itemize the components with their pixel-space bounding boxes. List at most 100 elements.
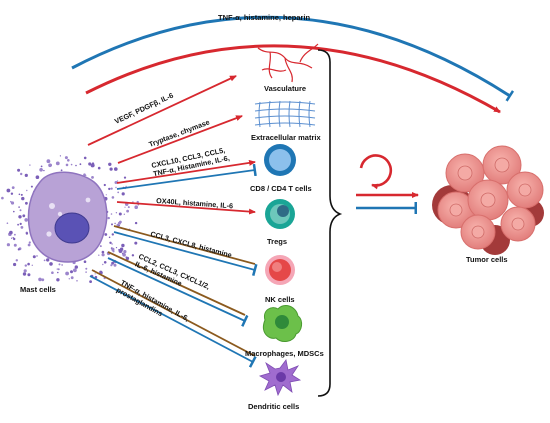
target-label-tumor: Tumor cells <box>466 255 508 264</box>
granule <box>126 209 129 213</box>
mast-cell-icon <box>1 155 140 283</box>
edge-nk-modulate <box>113 225 256 265</box>
granule <box>101 250 105 254</box>
granule <box>31 264 33 266</box>
granule <box>110 187 113 190</box>
granule <box>61 264 63 266</box>
granule <box>85 271 87 273</box>
granule <box>27 243 31 247</box>
granule <box>76 280 78 282</box>
granule <box>121 243 125 248</box>
granule <box>30 185 33 188</box>
granule <box>17 168 21 172</box>
granule <box>58 263 61 266</box>
granule <box>27 273 31 277</box>
granule <box>90 163 95 168</box>
granule <box>131 254 135 257</box>
granule <box>123 250 127 254</box>
granule <box>88 162 92 166</box>
granule <box>23 269 27 273</box>
granule <box>11 186 15 190</box>
edge-tregs-stimulate <box>116 201 256 215</box>
granule <box>111 247 115 251</box>
granule <box>89 280 92 283</box>
edge-vasculature <box>87 75 237 146</box>
granule <box>39 168 43 172</box>
granule <box>107 216 110 220</box>
granule <box>56 268 58 270</box>
granule <box>118 224 120 227</box>
granule <box>14 233 16 236</box>
target-label-macro: Macrophages, MDSCs <box>245 349 324 358</box>
granule <box>73 268 77 273</box>
granule <box>29 164 31 166</box>
granule <box>19 209 22 212</box>
granule <box>99 245 102 248</box>
edge-dc-inhibit <box>89 275 257 368</box>
target-label-vasculature: Vasculature <box>264 84 306 93</box>
granule <box>10 192 14 195</box>
granule <box>17 248 20 251</box>
nk-cell-icon <box>265 255 295 285</box>
granule <box>113 263 117 267</box>
target-label-nk: NK cells <box>265 295 295 304</box>
granule <box>104 233 108 236</box>
granule <box>57 271 59 274</box>
granule <box>118 212 122 216</box>
granule <box>67 159 70 162</box>
source-label: Mast cells <box>20 285 56 294</box>
granule <box>59 155 62 157</box>
granule <box>19 222 22 225</box>
granule <box>24 264 27 267</box>
granule <box>51 271 54 275</box>
granule <box>60 169 63 172</box>
granule <box>70 163 73 166</box>
granule <box>18 193 21 196</box>
granule <box>17 223 19 226</box>
granule <box>111 196 115 199</box>
granule <box>46 258 50 262</box>
granule <box>109 167 113 171</box>
granule <box>26 189 28 192</box>
granule <box>111 243 113 245</box>
granule <box>117 221 121 225</box>
granule <box>68 278 71 280</box>
granule <box>119 247 124 251</box>
granule <box>6 188 11 193</box>
grouping-brace <box>317 49 343 397</box>
granule <box>18 215 22 219</box>
granule <box>13 237 16 241</box>
granule <box>70 270 73 274</box>
granule <box>75 164 77 167</box>
edge-tcells-stimulate <box>116 159 256 184</box>
granule <box>79 163 82 166</box>
t-cell-icon <box>264 144 296 176</box>
top-stimulate-arc <box>85 44 501 114</box>
granule <box>122 253 126 257</box>
granule <box>111 223 113 226</box>
granule <box>25 232 29 235</box>
granule <box>108 236 111 239</box>
tumor-cells-icon <box>432 145 544 255</box>
edge-macro-modulate <box>107 251 246 316</box>
granule <box>36 255 38 257</box>
granule <box>125 256 130 261</box>
granule <box>18 206 20 208</box>
granule <box>56 278 60 282</box>
granule <box>22 272 27 276</box>
granule <box>115 186 117 189</box>
top-arc-label: TNF-α, histamine, heparin <box>218 13 311 22</box>
granule <box>115 247 118 249</box>
granule <box>13 262 17 267</box>
vasculature-icon <box>257 43 319 83</box>
granule <box>6 243 10 247</box>
granule <box>98 254 100 256</box>
target-label-dc: Dendritic cells <box>248 402 299 411</box>
granule <box>20 193 23 196</box>
granule <box>116 180 119 182</box>
edge-label-tcells: CXCL10, CCL3, CCL5, TNF-α, Histamine, IL… <box>151 145 231 178</box>
granule <box>43 259 46 262</box>
treg-cell-icon <box>265 199 295 229</box>
granule <box>40 165 43 168</box>
edge-tcells-inhibit <box>116 163 257 190</box>
